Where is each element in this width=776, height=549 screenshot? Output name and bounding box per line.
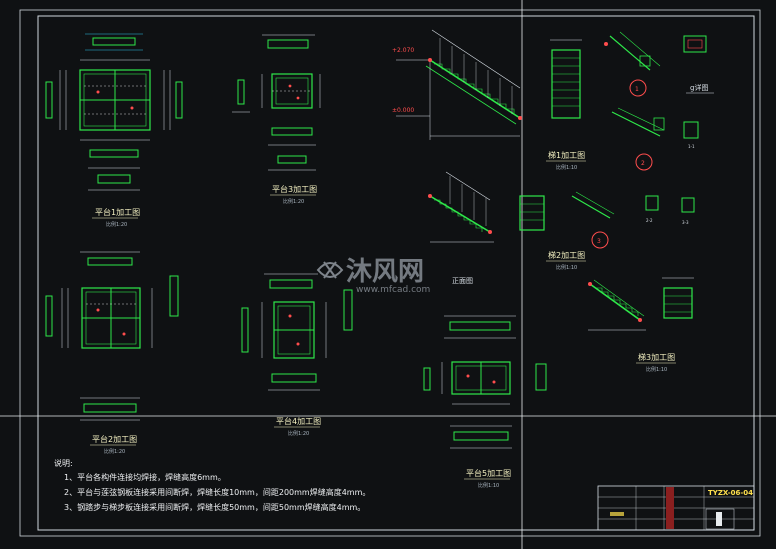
section-3-3: 3-3 — [682, 220, 689, 225]
stair2-view: 2-2 3-3 3 正面图 梯2加工图 比例1:10 — [428, 171, 695, 285]
stair2-scale: 比例1:10 — [556, 264, 577, 271]
platform2-view: 平台2加工图 比例1:20 — [45, 251, 179, 455]
watermark-url: www.mfcad.com — [356, 285, 430, 295]
platform3-view: 平台3加工图 比例1:20 — [232, 34, 321, 205]
platform4-scale: 比例1:20 — [288, 430, 309, 437]
watermark-logo-icon — [316, 261, 344, 279]
platform5-view: 平台5加工图 比例1:10 — [423, 315, 547, 489]
callout-2: 2 — [641, 160, 645, 167]
stair1-scale: 比例1:10 — [556, 164, 577, 171]
stair3-title: 梯3加工图 — [638, 352, 675, 362]
detail-g-title: g详图 — [690, 83, 708, 92]
platform5-scale: 比例1:10 — [478, 482, 499, 489]
section-2-2: 2-2 — [646, 218, 653, 223]
stair1-view: +2.070 ±0.000 梯1加工图 比例1:10 — [392, 29, 586, 171]
platform4-title: 平台4加工图 — [276, 416, 321, 426]
callout-1: 1 — [635, 86, 639, 93]
platform3-scale: 比例1:20 — [283, 198, 304, 205]
platform4-view: 平台4加工图 比例1:20 — [241, 273, 353, 437]
platform2-title: 平台2加工图 — [92, 434, 137, 444]
inner-border — [37, 15, 755, 531]
platform1-scale: 比例1:20 — [106, 221, 127, 228]
stair1-title: 梯1加工图 — [548, 150, 585, 160]
outer-border — [19, 9, 761, 537]
notes-heading: 说明: — [54, 458, 73, 468]
detail-g-view: g详图 1 1-1 2 — [604, 31, 714, 171]
platform1-title: 平台1加工图 — [95, 207, 140, 217]
section-1-1: 1-1 — [688, 144, 695, 149]
callout-3: 3 — [597, 238, 601, 245]
stair-side-title: 正面图 — [452, 277, 473, 285]
platform5-title: 平台5加工图 — [466, 468, 511, 478]
note-1: 1、平台各构件连接均焊接，焊缝高度6mm。 — [64, 472, 226, 482]
platform3-title: 平台3加工图 — [272, 184, 317, 194]
title-block: TYZX-06-04 — [597, 485, 755, 531]
watermark-brand: 沐风网 — [346, 257, 424, 287]
note-3: 3、钢踏步与梯步板连接采用间断焊，焊缝长度50mm，间距50mm焊缝高度4mm。 — [64, 502, 365, 512]
elevation-bottom: ±0.000 — [392, 107, 414, 114]
elevation-top: +2.070 — [392, 47, 414, 54]
stair3-scale: 比例1:10 — [646, 366, 667, 373]
platform1-view: 平台1加工图 比例1:20 — [45, 33, 183, 228]
stair3-view: 梯3加工图 比例1:10 — [588, 277, 694, 373]
stair2-title: 梯2加工图 — [548, 250, 585, 260]
platform2-scale: 比例1:20 — [104, 448, 125, 455]
notes-block: 说明: 1、平台各构件连接均焊接，焊缝高度6mm。 2、平台与莲弦钢板连接采用间… — [54, 458, 370, 512]
watermark: 沐风网 www.mfcad.com — [316, 257, 430, 295]
note-2: 2、平台与莲弦钢板连接采用间断焊，焊缝长度10mm，间距200mm焊缝高度4mm… — [64, 487, 370, 497]
drawing-number: TYZX-06-04 — [708, 489, 753, 497]
